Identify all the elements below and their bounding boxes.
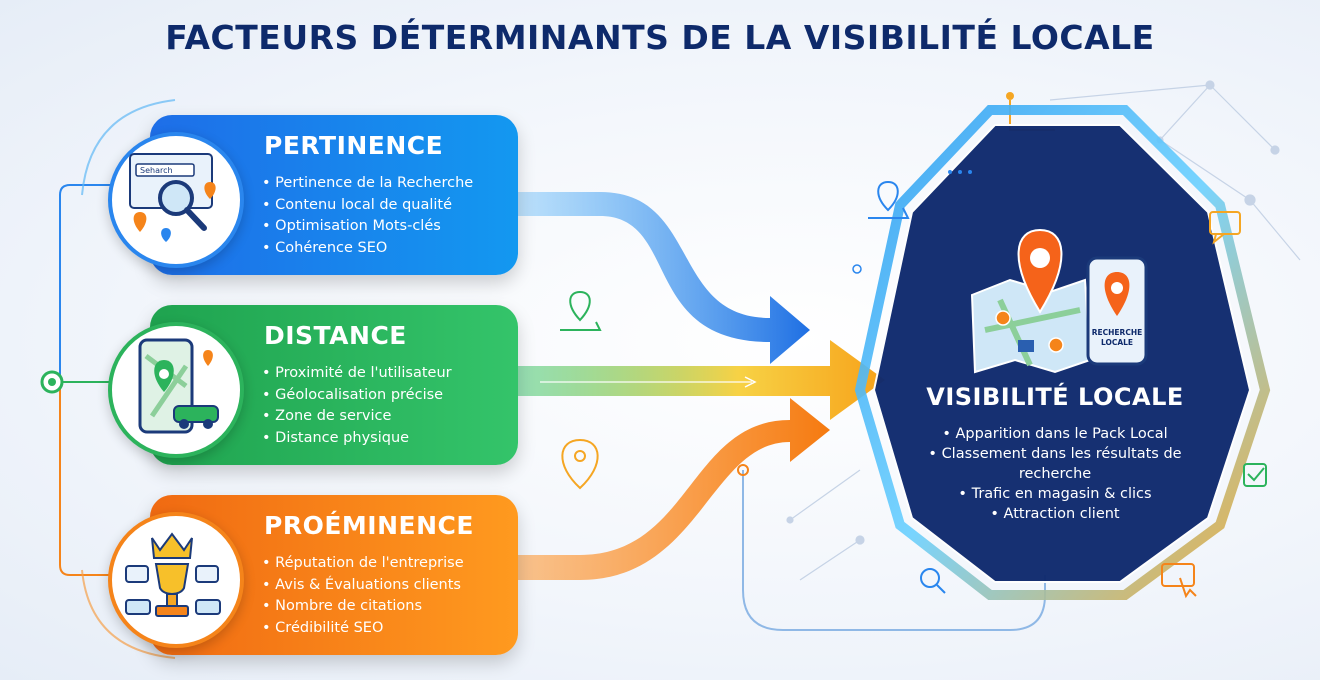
prominence-heading: PROÉMINENCE <box>264 511 474 540</box>
checkbox-icon <box>1243 463 1267 487</box>
list-item: • Géolocalisation précise <box>262 386 444 403</box>
list-item: • Contenu local de qualité <box>262 196 453 213</box>
phone-label: RECHERCHE LOCALE <box>1091 328 1143 347</box>
network-lines <box>786 80 1301 581</box>
magnifier-icon <box>108 132 244 268</box>
map-pin-icon <box>560 290 602 331</box>
list-item: • Réputation de l'entreprise <box>262 555 464 571</box>
distance-arrow <box>518 340 885 420</box>
list-item: • Classement dans les résultats de reche… <box>928 446 1182 482</box>
list-item: • Zone de service <box>262 408 392 424</box>
list-item: • Attraction client <box>990 506 1120 522</box>
left-connector-lines <box>59 99 176 659</box>
search-icon <box>920 568 946 594</box>
list-item: • Proximité de l'utilisateur <box>262 365 452 381</box>
phone-icon <box>1086 256 1148 366</box>
map-marker-icon <box>868 180 910 219</box>
pertinence-arrow <box>518 192 810 364</box>
list-item: • Optimisation Mots-clés <box>262 218 441 234</box>
list-item: • Trafic en magasin & clics <box>958 486 1152 502</box>
list-item: • Distance physique <box>262 429 410 446</box>
prominence-arrow <box>518 398 830 580</box>
click-icon <box>1161 563 1197 599</box>
list-item: • Cohérence SEO <box>262 239 388 256</box>
pertinence-heading: PERTINENCE <box>264 131 444 160</box>
trophy-icon <box>108 512 244 648</box>
speech-bubble-icon <box>1209 211 1241 245</box>
result-list: • Apparition dans le Pack Local • Classe… <box>880 424 1230 524</box>
list-item: • Apparition dans le Pack Local <box>942 426 1168 442</box>
pertinence-list: • Pertinence de la Recherche • Contenu l… <box>262 173 473 259</box>
distance-list: • Proximité de l'utilisateur • Géolocali… <box>262 363 452 449</box>
list-item: • Crédibilité SEO <box>262 619 384 636</box>
page-title: FACTEURS DÉTERMINANTS DE LA VISIBILITÉ L… <box>165 18 1155 57</box>
list-item: • Pertinence de la Recherche <box>262 175 474 191</box>
result-heading: VISIBILITÉ LOCALE <box>926 383 1184 411</box>
search-box-text: Seharch <box>140 166 173 175</box>
user-pin-icon <box>561 438 599 490</box>
phone-map-icon <box>108 322 244 458</box>
bottom-connector <box>742 470 1046 631</box>
local-map-icon <box>970 228 1092 374</box>
list-item: • Nombre de citations <box>262 598 423 614</box>
list-item: • Avis & Évaluations clients <box>262 576 461 593</box>
prominence-list: • Réputation de l'entreprise • Avis & Év… <box>262 553 464 639</box>
distance-heading: DISTANCE <box>264 321 407 350</box>
